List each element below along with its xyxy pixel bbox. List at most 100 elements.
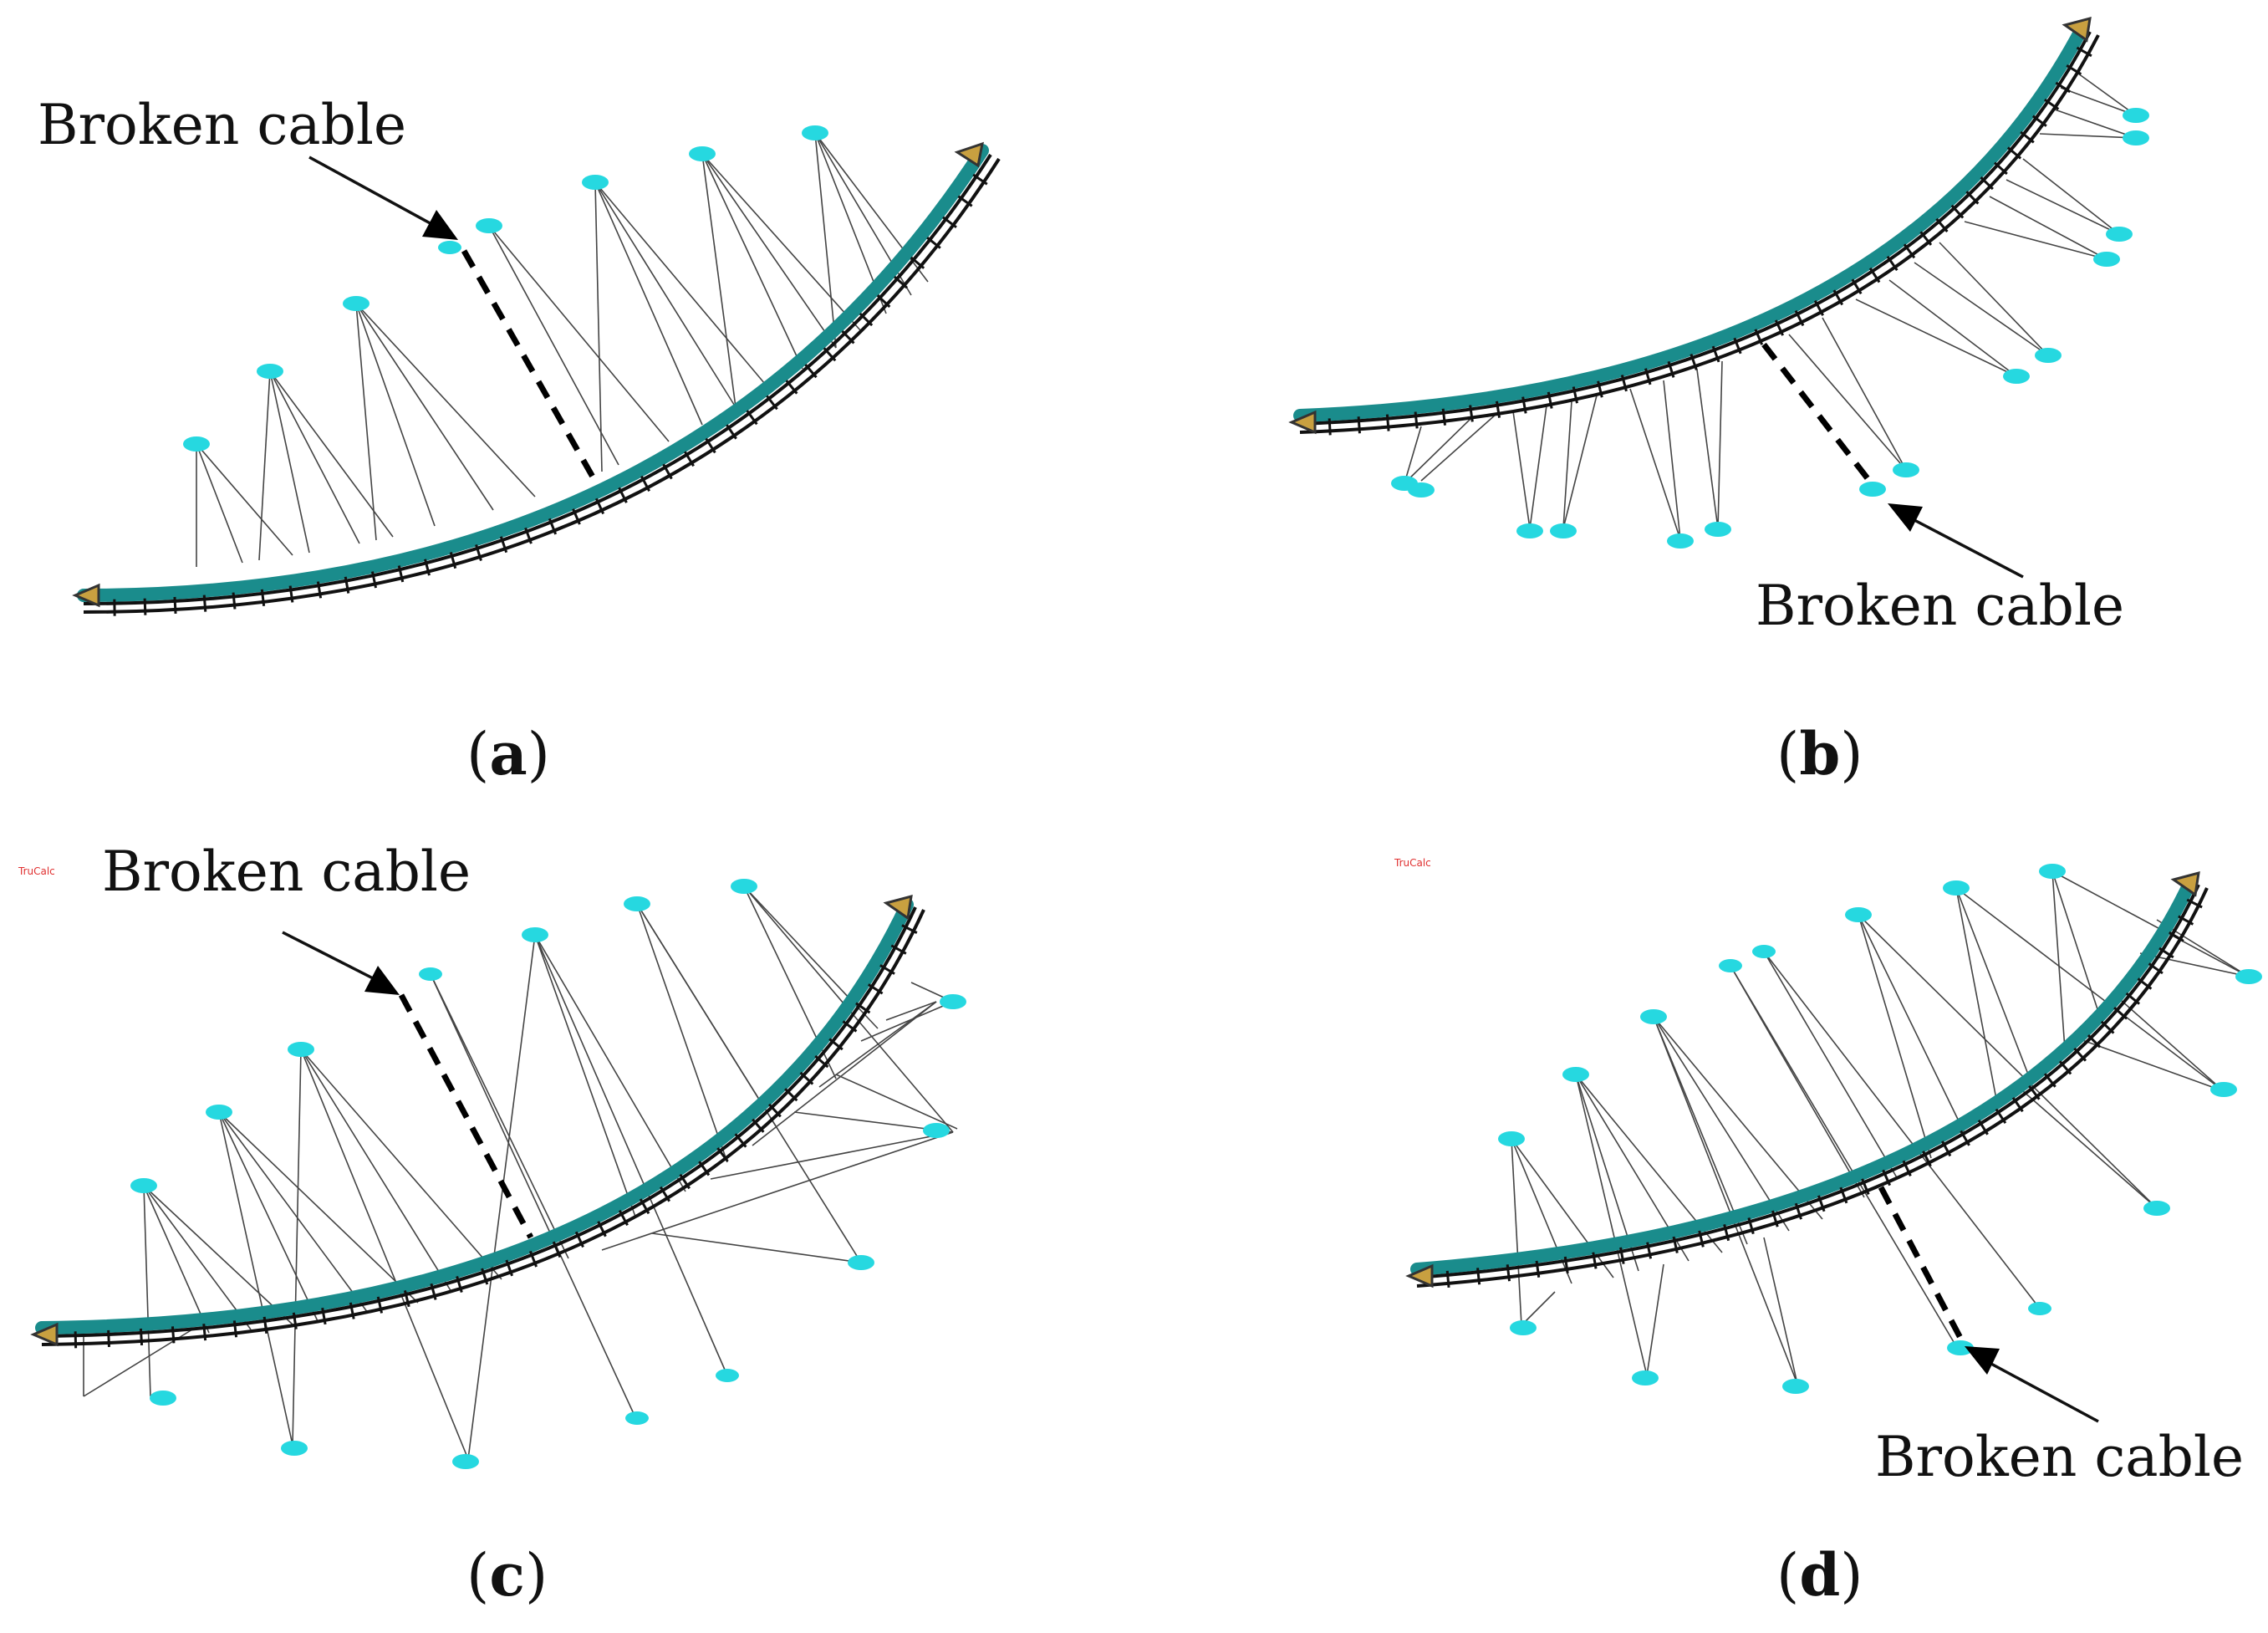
deck-crosstie [698,1161,711,1176]
support-icon [883,894,913,921]
anchor-icon [731,879,757,894]
anchor-icon [2106,227,2133,242]
anchor-icon [802,125,828,140]
panel-d: TruCalc [1394,857,2262,1610]
panel-d-callout: Broken cable [1875,1425,2244,1489]
deck-crosstie [855,1002,871,1014]
anchor-icon [419,967,442,981]
anchor-icon [1752,945,1776,958]
deck-crosstie [1950,204,1965,219]
deck-crosstie [475,543,482,561]
deck-crosstie [879,964,895,975]
deck-crosstie [1495,401,1501,418]
deck-crosstie [202,595,207,612]
panel-a-anchors [183,125,828,452]
anchor-icon [1859,482,1886,497]
panel-a-deck-ticks [113,173,988,616]
deck-crosstie [1995,1108,2007,1125]
anchor-icon [2035,348,2062,363]
deck-crosstie [1813,299,1824,316]
deck-crosstie [1620,375,1628,392]
deck-crosstie [639,1198,650,1215]
anchor-icon [1562,1067,1589,1082]
anchor-icon [150,1391,176,1406]
deck-crosstie [1839,1186,1848,1204]
deck-crosstie [1646,1242,1653,1259]
anchor-icon [183,436,210,452]
deck-crosstie [505,1259,513,1277]
deck-crosstie [1733,337,1742,355]
deck-crosstie [572,508,581,525]
panel-d-caption: (d) [1776,1540,1863,1610]
deck-crosstie [74,1331,78,1349]
deck-crosstie [734,1133,747,1148]
deck-crosstie [1861,1178,1870,1196]
deck-crosstie [1592,1252,1598,1269]
deck-crosstie [1935,217,1949,232]
deck-crosstie [1817,1195,1826,1212]
deck-crosstie [1919,231,1933,246]
deck-crosstie [842,1020,858,1033]
deck-crosstie [524,527,533,544]
deck-crosstie [2076,46,2092,58]
deck-crosstie [2020,130,2035,144]
anchor-icon [716,1369,739,1382]
deck-crosstie [2158,947,2174,959]
anchor-icon [1943,880,1970,896]
deck-crosstie [716,1147,729,1162]
deck-crosstie [288,585,294,603]
deck-crosstie [1667,360,1675,378]
deck-crosstie [2028,1084,2041,1100]
anchor-icon [452,1454,479,1469]
deck-crosstie [679,1173,691,1190]
deck-crosstie [1832,289,1844,306]
deck-crosstie [1357,416,1361,434]
deck-crosstie [2031,115,2047,127]
deck-crosstie [349,1302,355,1319]
anchor-icon [288,1042,314,1057]
deck-crosstie [1469,405,1474,422]
anchor-icon [2003,369,2030,384]
deck-crosstie [2006,146,2022,160]
deck-crosstie [1619,1247,1625,1264]
anchor-icon [1516,523,1543,538]
deck-crosstie [841,330,855,344]
deck-crosstie [618,1209,629,1227]
anchor-icon [689,146,716,161]
deck-crosstie [890,944,907,955]
support-icon [2170,870,2200,897]
deck-crosstie [1882,1169,1891,1186]
panel-c-callout: Broken cable [102,839,471,904]
anchor-icon [923,1123,950,1138]
deck-crosstie [292,1312,298,1329]
anchor-icon [1705,522,1731,537]
deck-crosstie [705,437,716,454]
anchor-icon [848,1255,874,1270]
support-icon [2062,16,2092,43]
anchor-icon [2123,108,2149,123]
panel-c-marker: TruCalc [18,865,55,877]
panel-a: Broken cable (a) [38,93,1001,788]
anchor-icon [625,1411,649,1425]
anchor-icon [2235,969,2262,984]
deck-crosstie [1794,309,1805,327]
deck-crosstie [1385,414,1390,431]
deck-crosstie [107,1329,110,1348]
deck-crosstie [1572,386,1578,404]
deck-crosstie [957,195,973,207]
anchor-icon [624,896,650,911]
anchor-icon [1498,1131,1525,1146]
deck-crosstie [972,173,988,186]
deck-crosstie [785,380,798,395]
panel-c-arrow [282,931,400,995]
deck-crosstie [1980,176,1994,191]
deck-crosstie [1476,1268,1481,1285]
panel-d-deck-ticks [1445,898,2203,1288]
deck-crosstie [574,1231,584,1248]
panel-b-broken-cable [1761,342,1875,487]
panel-c-deck-ticks [74,924,918,1349]
deck-crosstie [876,294,891,309]
anchor-icon [257,364,283,379]
deck-crosstie [1723,1224,1730,1242]
anchor-icon [1640,1009,1667,1024]
